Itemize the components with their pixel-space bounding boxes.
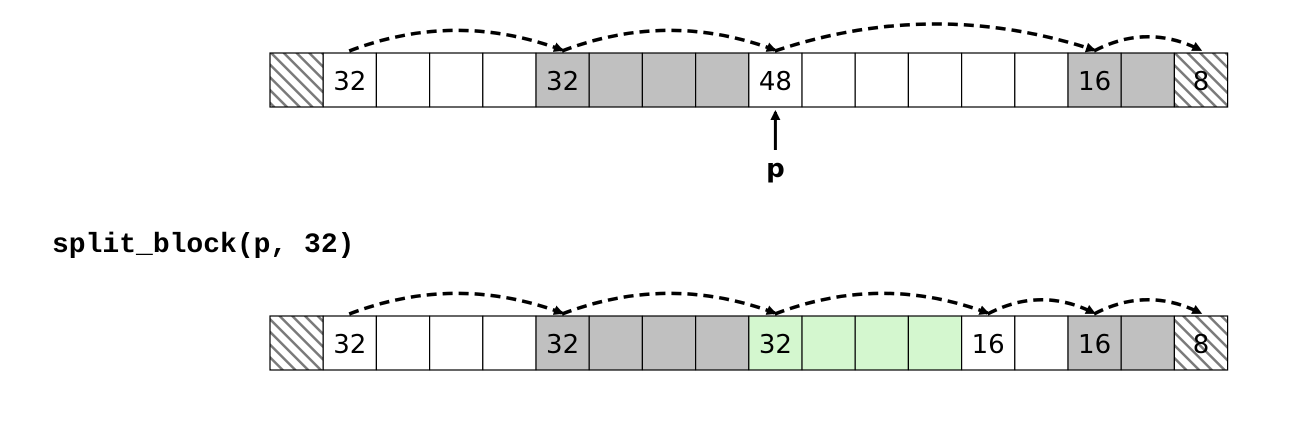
allocated-word-cell: [535, 52, 590, 108]
next-block-link-arrow: [348, 291, 564, 316]
next-block-link-arrow: [561, 28, 777, 53]
allocated-word-cell: [588, 52, 644, 108]
allocated-word-cell: [694, 52, 750, 108]
pad-word-cell: [269, 52, 324, 108]
new_block-word-cell: [801, 315, 856, 371]
block-size-label: 32: [546, 330, 579, 360]
pad-word-cell: [1173, 315, 1229, 371]
block-size-label: 16: [1078, 330, 1111, 360]
pad-word-cell: [1173, 52, 1229, 108]
free-word-cell: [960, 52, 1016, 108]
free-word-cell: [907, 52, 963, 108]
allocated-word-cell: [694, 315, 750, 371]
free-word-cell: [801, 52, 856, 108]
free-word-cell: [322, 315, 378, 371]
block-size-label: 16: [972, 330, 1005, 360]
free-word-cell: [375, 52, 431, 108]
block-size-label: 48: [759, 67, 792, 97]
next-block-link-arrow: [561, 291, 777, 316]
allocated-word-cell: [1067, 315, 1122, 371]
new_block-word-cell: [907, 315, 963, 371]
free-word-cell: [854, 52, 910, 108]
allocated-word-cell: [1120, 52, 1175, 108]
next-block-link-arrow: [1093, 35, 1203, 53]
free-word-cell: [429, 315, 484, 371]
bottom-heap-block-list: 32 32 32 16 16 8: [269, 315, 1229, 371]
free-word-cell: [1014, 52, 1069, 108]
free-word-cell: [960, 315, 1016, 371]
operation-label: split_block(p, 32): [52, 230, 354, 261]
next-block-link-arrow: [986, 298, 1096, 316]
block-size-label: 32: [333, 67, 366, 97]
block-size-label: 16: [1078, 67, 1111, 97]
next-block-link-arrow: [348, 28, 564, 53]
block-size-label: 8: [1193, 67, 1210, 97]
new_block-word-cell: [854, 315, 910, 371]
allocated-word-cell: [641, 52, 697, 108]
allocated-word-cell: [641, 315, 697, 371]
pointer-p: p: [766, 110, 785, 184]
free-word-cell: [482, 315, 537, 371]
next-block-link-arrow: [1093, 298, 1203, 316]
free-word-cell: [482, 52, 537, 108]
block-size-label: 32: [759, 330, 792, 360]
block-size-label: 32: [546, 67, 579, 97]
pointer-label: p: [766, 154, 785, 184]
free-word-cell: [375, 315, 431, 371]
pad-word-cell: [269, 315, 324, 371]
next-block-link-arrow: [774, 291, 990, 316]
free-word-cell: [748, 52, 803, 108]
free-word-cell: [429, 52, 484, 108]
allocated-word-cell: [1120, 315, 1175, 371]
next-block-link-arrow: [774, 22, 1096, 53]
top-heap-next-links: [348, 22, 1203, 53]
free-word-cell: [1014, 315, 1069, 371]
block-size-label: 32: [333, 330, 366, 360]
free-word-cell: [322, 52, 378, 108]
bottom-heap-next-links: [348, 291, 1203, 316]
allocated-word-cell: [588, 315, 644, 371]
top-heap-block-list: 32 32 48 16 8: [269, 52, 1229, 108]
block-size-label: 8: [1193, 330, 1210, 360]
